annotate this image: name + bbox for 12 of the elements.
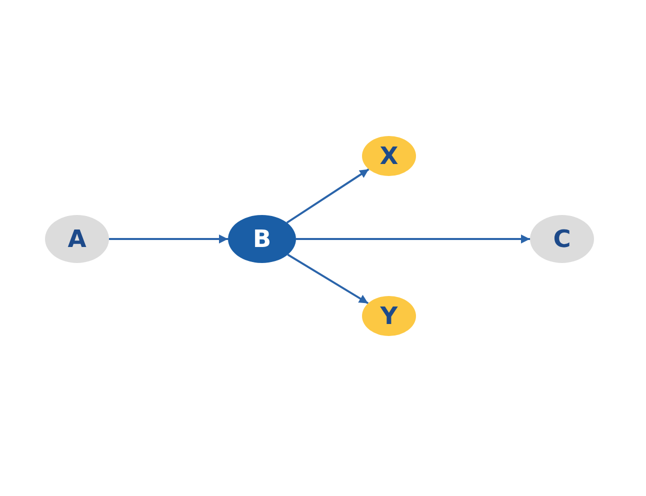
ellipse-node: [362, 296, 416, 336]
node-label: X: [380, 144, 398, 168]
arrow: [286, 168, 370, 224]
ellipse-node: [228, 215, 296, 263]
node-label: B: [252, 227, 272, 251]
arrow: [296, 234, 530, 244]
arrow: [287, 254, 369, 304]
ellipse-node: [362, 136, 416, 176]
arrow: [109, 234, 228, 244]
node-label: A: [68, 227, 86, 251]
node-label: C: [553, 227, 571, 251]
node-label: Y: [380, 304, 398, 328]
